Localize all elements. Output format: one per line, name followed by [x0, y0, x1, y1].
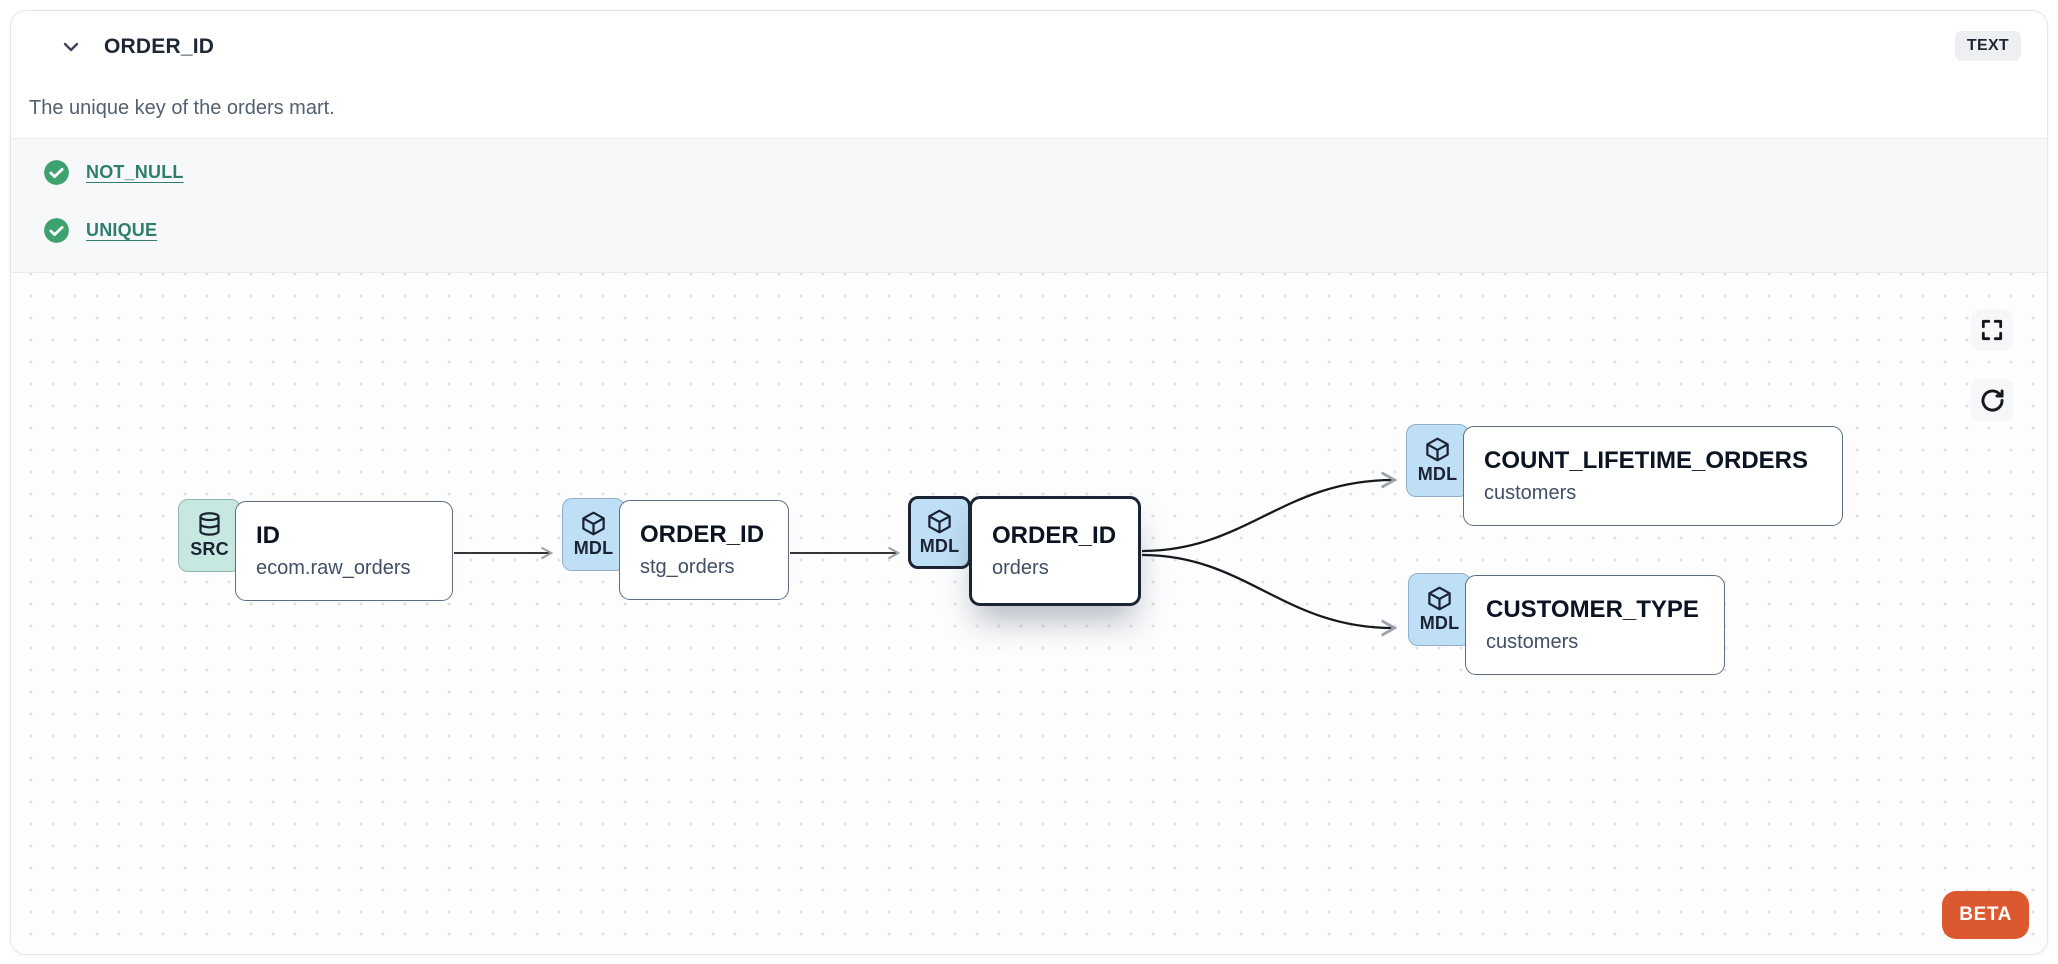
node-title: CUSTOMER_TYPE: [1486, 596, 1699, 623]
fullscreen-icon: [1981, 319, 2003, 341]
check-circle-icon: [44, 217, 69, 243]
node-body: CUSTOMER_TYPE customers: [1465, 575, 1725, 675]
node-subtitle: orders: [992, 557, 1049, 579]
node-subtitle: customers: [1484, 482, 1577, 504]
node-body: COUNT_LIFETIME_ORDERS customers: [1463, 426, 1843, 526]
refresh-button[interactable]: [1971, 379, 2013, 421]
node-subtitle: ecom.raw_orders: [256, 557, 411, 579]
lineage-edges: [454, 471, 1398, 637]
column-description: The unique key of the orders mart.: [29, 97, 335, 119]
node-badge: MDL: [1406, 424, 1469, 497]
node-subtitle: stg_orders: [640, 556, 735, 578]
cube-icon: [1426, 437, 1449, 462]
refresh-icon: [1980, 388, 2004, 412]
node-body: ID ecom.raw_orders: [235, 501, 453, 601]
node-body: ORDER_ID orders: [969, 496, 1141, 606]
beta-badge: BETA: [1942, 891, 2029, 939]
cube-icon: [582, 511, 605, 536]
check-circle-icon: [44, 159, 69, 185]
node-title: COUNT_LIFETIME_ORDERS: [1484, 447, 1809, 474]
node-title: ORDER_ID: [992, 522, 1117, 549]
node-badge: MDL: [1408, 573, 1471, 646]
test-row: UNIQUE: [43, 215, 157, 245]
node-body: ORDER_ID stg_orders: [619, 500, 789, 600]
test-link-not-null[interactable]: NOT_NULL: [86, 161, 184, 182]
page-title: ORDER_ID: [104, 35, 215, 58]
node-badge: SRC: [178, 499, 241, 572]
fullscreen-button[interactable]: [1971, 309, 2013, 351]
node-title: ORDER_ID: [640, 521, 765, 548]
test-link-unique[interactable]: UNIQUE: [86, 219, 158, 240]
node-subtitle: customers: [1486, 631, 1579, 653]
test-row: NOT_NULL: [43, 157, 184, 187]
cube-icon: [928, 509, 951, 534]
node-title: ID: [256, 522, 280, 549]
column-type-badge: TEXT: [1954, 31, 2021, 61]
collapse-chevron-down-icon[interactable]: [56, 32, 86, 62]
database-icon: [199, 512, 220, 536]
tests-section: NOT_NULL UNIQUE: [11, 138, 2047, 273]
node-badge: MDL: [562, 498, 625, 571]
header: ORDER_ID TEXT The unique key of the orde…: [11, 11, 2047, 138]
cube-icon: [1428, 586, 1451, 611]
column-details-card: ORDER_ID TEXT The unique key of the orde…: [10, 10, 2048, 955]
lineage-canvas[interactable]: SRC ID ecom.raw_orders MDL ORDER_ID stg_…: [11, 273, 2047, 954]
node-badge: MDL: [908, 496, 971, 569]
